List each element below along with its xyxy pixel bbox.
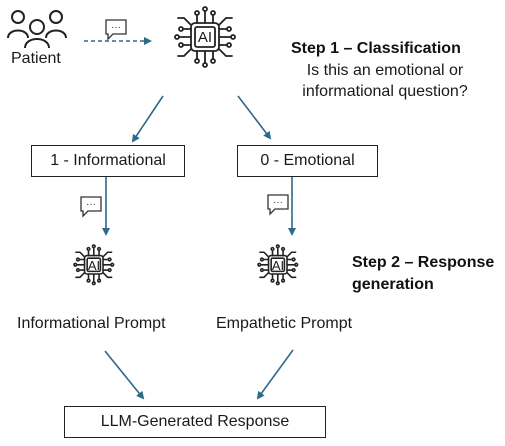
- message-bubble-dots: ···: [273, 197, 283, 208]
- message-bubble-dots: ···: [111, 22, 121, 33]
- ai-chip-icon: [73, 244, 115, 286]
- message-bubble-icon: [105, 19, 127, 41]
- patient-label: Patient: [11, 50, 61, 67]
- message-bubble-icon: [80, 196, 102, 218]
- informational-category-box: 1 - Informational: [31, 145, 185, 177]
- ai-chip-icon: [257, 244, 299, 286]
- classifier-to-emotional-arrow: [237, 95, 272, 140]
- ai-chip-icon: [174, 6, 236, 68]
- llm-response-box: LLM-Generated Response: [64, 406, 326, 438]
- ai-chip-label: AI: [272, 258, 284, 273]
- message-bubble-dots: ···: [86, 199, 96, 210]
- step2-title-line: generation: [352, 276, 434, 293]
- step1-question: Is this an emotional or informational qu…: [285, 60, 485, 102]
- step1-question-line: Is this an emotional or: [306, 62, 464, 79]
- message-bubble-icon: [267, 194, 289, 216]
- step1-title: Step 1 – Classification: [291, 40, 461, 57]
- informational-prompt-to-response-arrow: [104, 350, 145, 400]
- ai-chip-label: AI: [88, 258, 100, 273]
- step2-title-line: Step 2 – Response: [352, 254, 495, 271]
- step1-question-line: informational question?: [302, 83, 468, 100]
- informational-prompt-label: Informational Prompt: [17, 315, 166, 332]
- empathetic-prompt-to-response-arrow: [256, 349, 294, 400]
- patient-icon: [7, 10, 67, 49]
- ai-chip-label: AI: [198, 29, 212, 46]
- empathetic-prompt-label: Empathetic Prompt: [216, 315, 353, 332]
- emotional-category-box: 0 - Emotional: [237, 145, 378, 177]
- step2-title: Step 2 – Response generation: [352, 252, 494, 296]
- classifier-to-informational-arrow: [131, 95, 164, 143]
